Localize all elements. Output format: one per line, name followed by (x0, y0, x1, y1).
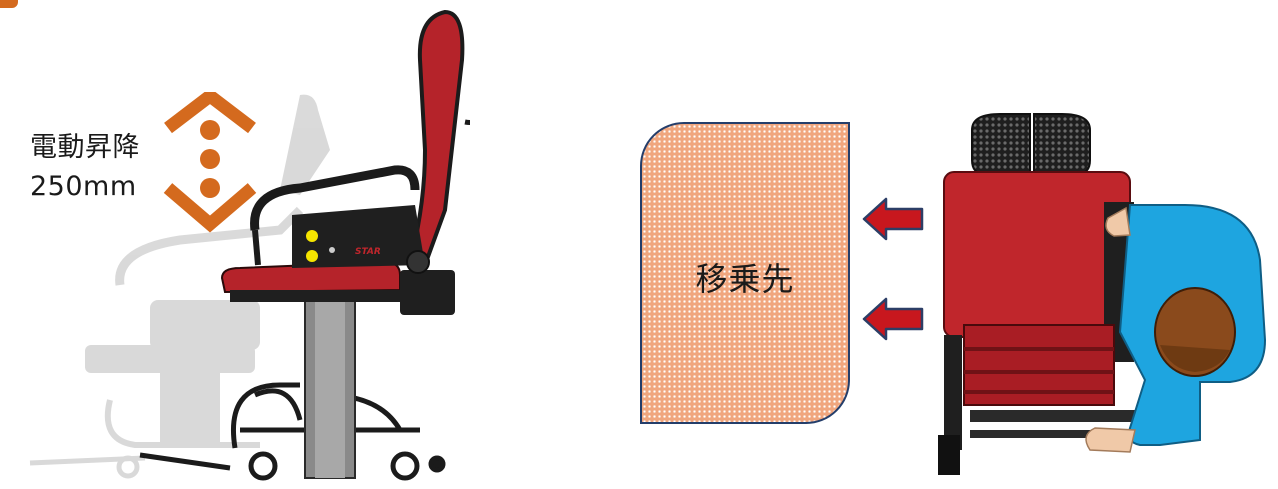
seat-frame (230, 290, 400, 302)
left-arrow-icon (862, 197, 924, 241)
top-view-panel: 移乗先 (600, 0, 1278, 489)
headrest (971, 113, 1031, 175)
lift-title: 電動昇降 (30, 132, 140, 163)
up-down-chevron-dots-icon (163, 92, 257, 233)
chair-side-view-illustration: STAR (29, 9, 470, 481)
side-view-panel: STAR 電動昇降 250mm (0, 0, 470, 489)
transfer-destination-area: 移乗先 (640, 122, 850, 424)
lift-range: 250mm (30, 171, 137, 202)
armrest (250, 165, 420, 231)
chair-top-view-illustration (938, 113, 1267, 475)
destination-label: 移乗先 (695, 260, 795, 298)
left-arrow-icon (862, 297, 924, 341)
seat-top (943, 171, 1131, 338)
corner-accent-tab (0, 0, 18, 8)
backrest (407, 9, 465, 268)
chair-wheels (248, 451, 446, 481)
lift-spec-label: 電動昇降 250mm (30, 128, 140, 206)
control-panel (292, 205, 425, 268)
svg-text:STAR: STAR (355, 247, 381, 257)
